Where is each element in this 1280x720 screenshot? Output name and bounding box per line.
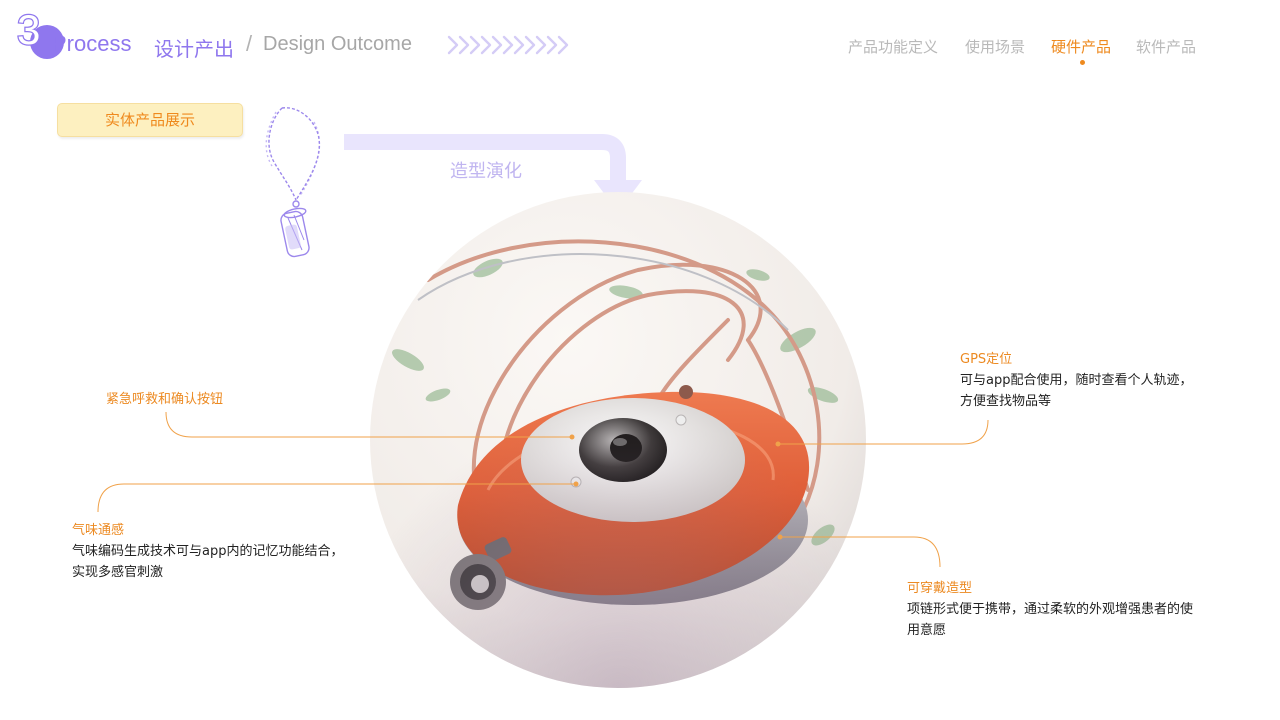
nav-item-hardware-product[interactable]: 硬件产品 xyxy=(1051,38,1112,56)
nav-item-software-product[interactable]: 软件产品 xyxy=(1136,38,1197,56)
callout-wearable-desc: 项链形式便于携带，通过柔软的外观增强患者的使 用意愿 xyxy=(907,599,1193,641)
callout-gps-title: GPS定位 xyxy=(960,352,1013,367)
evolution-label: 造型演化 xyxy=(450,161,522,182)
section-tag: 实体产品展示 xyxy=(57,103,243,137)
chevron-decoration-icon xyxy=(447,35,569,55)
callout-scent-title: 气味通感 xyxy=(72,523,125,538)
pendant-product-image xyxy=(370,192,866,688)
page-title-en: Design Outcome xyxy=(263,33,412,55)
nav-item-product-definition[interactable]: 产品功能定义 xyxy=(848,38,939,56)
callout-wearable-title: 可穿戴造型 xyxy=(907,581,973,596)
callout-emergency-title: 紧急呼救和确认按钮 xyxy=(106,392,224,407)
process-label: Process xyxy=(52,31,132,56)
page-title-cn: 设计产出 xyxy=(154,37,234,61)
callout-scent-desc-line1: 气味编码生成技术可与app内的记忆功能结合， xyxy=(72,544,344,559)
active-nav-indicator xyxy=(1080,60,1085,65)
callout-wearable-desc-line1: 项链形式便于携带，通过柔软的外观增强患者的使 xyxy=(907,602,1194,617)
callout-gps-desc-line2: 方便查找物品等 xyxy=(960,394,1052,409)
callout-scent-desc-line2: 实现多感官刺激 xyxy=(72,565,164,580)
pendant-sketch-icon xyxy=(265,107,320,258)
step-number-logo: 3 xyxy=(16,5,64,59)
title-separator: / xyxy=(246,31,253,56)
callout-gps-desc-line1: 可与app配合使用，随时查看个人轨迹， xyxy=(960,373,1193,388)
callout-gps-desc: 可与app配合使用，随时查看个人轨迹， 方便查找物品等 xyxy=(960,370,1192,412)
callout-wearable-desc-line2: 用意愿 xyxy=(907,623,947,638)
nav-item-usage-scenario[interactable]: 使用场景 xyxy=(965,38,1026,56)
svg-text:3: 3 xyxy=(17,6,40,53)
callout-scent-desc: 气味编码生成技术可与app内的记忆功能结合， 实现多感官刺激 xyxy=(72,541,343,583)
